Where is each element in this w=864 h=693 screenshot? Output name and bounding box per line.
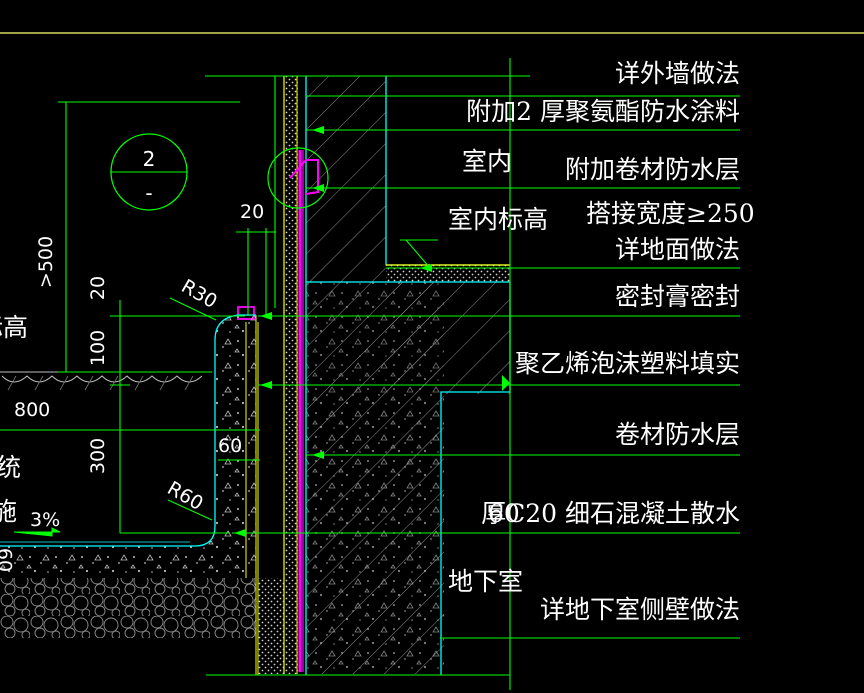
apron-and-ground xyxy=(0,314,284,675)
waterproof-membrane xyxy=(237,150,319,672)
balloon-sheet: - xyxy=(145,181,152,205)
basement-wall xyxy=(305,76,511,675)
label-wall-detail: 详外墙做法 xyxy=(615,59,740,88)
dim-300: 300 xyxy=(87,438,109,474)
slope-3pct: 3% xyxy=(30,509,60,531)
label-apron: 厚C20 细石混凝土散水 xyxy=(481,499,740,528)
dim-r30: R30 xyxy=(178,275,221,313)
label-indoor: 室内 xyxy=(462,147,512,176)
slope-arrow xyxy=(13,527,61,537)
label-basement: 地下室 xyxy=(448,567,523,596)
label-sealant: 密封膏密封 xyxy=(615,282,740,311)
label-left-sys: 统 xyxy=(0,453,21,482)
dim-60: 60 xyxy=(218,435,242,457)
leader-arrows xyxy=(234,126,510,537)
label-pu-coating: 附加2 厚聚氨酯防水涂料 xyxy=(466,97,740,126)
insulation-layer xyxy=(283,76,298,674)
label-membrane: 卷材防水层 xyxy=(615,420,740,449)
detail-zoom-circle xyxy=(267,147,329,209)
dim-800: 800 xyxy=(14,399,50,421)
label-basement-wall: 详地下室侧壁做法 xyxy=(540,595,740,624)
label-indoor-level: 室内标高 xyxy=(448,205,548,234)
label-foam-fill: 聚乙烯泡沫塑料填实 xyxy=(515,349,740,378)
dim-20-top: 20 xyxy=(240,201,264,223)
balloon-number: 2 xyxy=(143,147,156,171)
label-membrane-extra: 附加卷材防水层 xyxy=(565,155,740,184)
dim-r60: R60 xyxy=(164,477,207,515)
dim-20-left: 20 xyxy=(87,276,109,300)
dim-100: 100 xyxy=(87,330,109,366)
dim-09: 09 xyxy=(0,548,17,572)
label-apron-thickness: 60 xyxy=(488,499,520,528)
label-left-fac: 施 xyxy=(0,497,17,526)
floor-slab xyxy=(386,264,510,282)
leader-lines xyxy=(0,58,740,690)
label-lap-width: 搭接宽度≥250 xyxy=(586,199,755,228)
dim-500: >500 xyxy=(35,236,57,288)
label-left-level: 标高 xyxy=(0,313,28,342)
label-floor-detail: 详地面做法 xyxy=(615,235,740,264)
section-balloon: 2 - xyxy=(110,133,188,211)
